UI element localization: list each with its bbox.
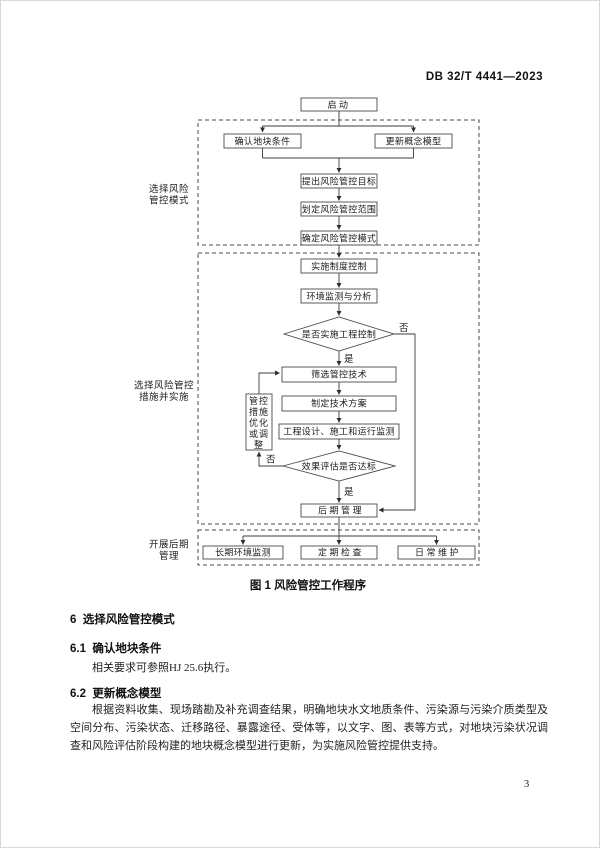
node-box-optimize (245, 393, 273, 451)
figure-caption: 图 1 风险管控工作程序 (249, 580, 367, 592)
stage1-label-line2: 管控模式 (149, 195, 189, 207)
stage3-frame (197, 529, 480, 566)
stage2-label-line2: 措施并实施 (139, 391, 189, 403)
stage2-label-line1: 选择风险管控 (134, 380, 194, 392)
node-label-institution-control: 实施制度控制 (311, 261, 367, 272)
node-box-update-model (374, 133, 453, 149)
stage1-label-line1: 选择风险 (149, 183, 189, 195)
node-box-confirm-site (223, 133, 302, 149)
node-label-confirm-site: 确认地块条件 (235, 136, 291, 147)
connector-no1 (378, 333, 416, 513)
node-label-update-model: 更新概念模型 (386, 136, 442, 147)
node-box-institution-control (300, 258, 378, 274)
node-label-periodic-check: 定期检查 (318, 547, 364, 558)
edge-label-yes1: 是 (344, 354, 354, 365)
stage3-label-line1: 开展后期 (149, 540, 189, 551)
node-label-env-monitor: 环境监测与分析 (306, 291, 371, 302)
node-box-propose-target (300, 173, 378, 189)
optimize-line-5: 整 (254, 439, 264, 450)
node-box-make-plan (281, 395, 397, 412)
paragraph-6-2: 根据资料收集、现场踏勘及补充调查结果，明确地块水文地质条件、污染源与污染介质类型… (70, 704, 548, 752)
node-box-post-mgmt (300, 503, 378, 518)
connector-no2 (256, 451, 283, 467)
node-box-start (300, 97, 378, 112)
node-label-determine-mode: 确定风险管控模式 (302, 233, 376, 244)
optimize-line-4: 或调 (249, 428, 269, 439)
edge-label-yes2: 是 (344, 487, 354, 498)
edge-label-no1: 否 (399, 323, 409, 334)
decision-effect-diamond (281, 450, 397, 482)
edge-label-no2: 否 (266, 455, 276, 466)
optimize-line-2: 措施 (249, 406, 269, 417)
heading-6-1: 6.1 确认地块条件 (70, 643, 162, 655)
node-box-define-scope (300, 201, 378, 217)
stage3-label-line2: 管理 (159, 550, 179, 562)
node-label-define-scope: 划定风险管控范围 (302, 204, 376, 215)
node-label-start: 启动 (327, 99, 350, 110)
heading-6: 6 选择风险管控模式 (70, 614, 175, 626)
risk-control-flowchart: 启动 确认地块条件 更新概念模型 提出风险管控目标 划定风险管控范围 确定风险管… (134, 97, 480, 566)
node-box-periodic-check (300, 545, 378, 560)
heading-6-2: 6.2 更新概念模型 (70, 688, 162, 700)
doc-standard-number: DB 32/T 4441—2023 (425, 71, 543, 83)
node-label-screen-tech: 筛选管控技术 (311, 369, 367, 380)
node-box-env-monitor (300, 288, 378, 304)
node-label-decision-effect: 效果评估是否达标 (302, 461, 376, 472)
node-box-screen-tech (281, 366, 397, 383)
node-box-longterm-monitor (202, 545, 284, 560)
node-label-make-plan: 制定技术方案 (311, 398, 367, 409)
node-label-daily-maintain: 日常维护 (415, 547, 461, 558)
node-label-decision-engineering: 是否实施工程控制 (302, 329, 376, 340)
node-label-post-mgmt: 后期管理 (318, 505, 364, 516)
node-label-design-build: 工程设计、施工和运行监测 (283, 426, 395, 437)
decision-engineering-diamond (282, 316, 396, 352)
connector-loop (258, 370, 280, 394)
node-box-daily-maintain (397, 545, 476, 560)
optimize-line-1: 管控 (249, 395, 269, 406)
node-box-determine-mode (300, 230, 378, 246)
optimize-line-3: 优化 (249, 417, 269, 428)
node-label-longterm-monitor: 长期环境监测 (215, 547, 271, 558)
page-number: 3 (524, 779, 530, 790)
node-box-design-build (278, 423, 400, 440)
paragraph-6-1: 相关要求可参照HJ 25.6执行。 (92, 662, 237, 674)
node-label-propose-target: 提出风险管控目标 (302, 176, 376, 187)
